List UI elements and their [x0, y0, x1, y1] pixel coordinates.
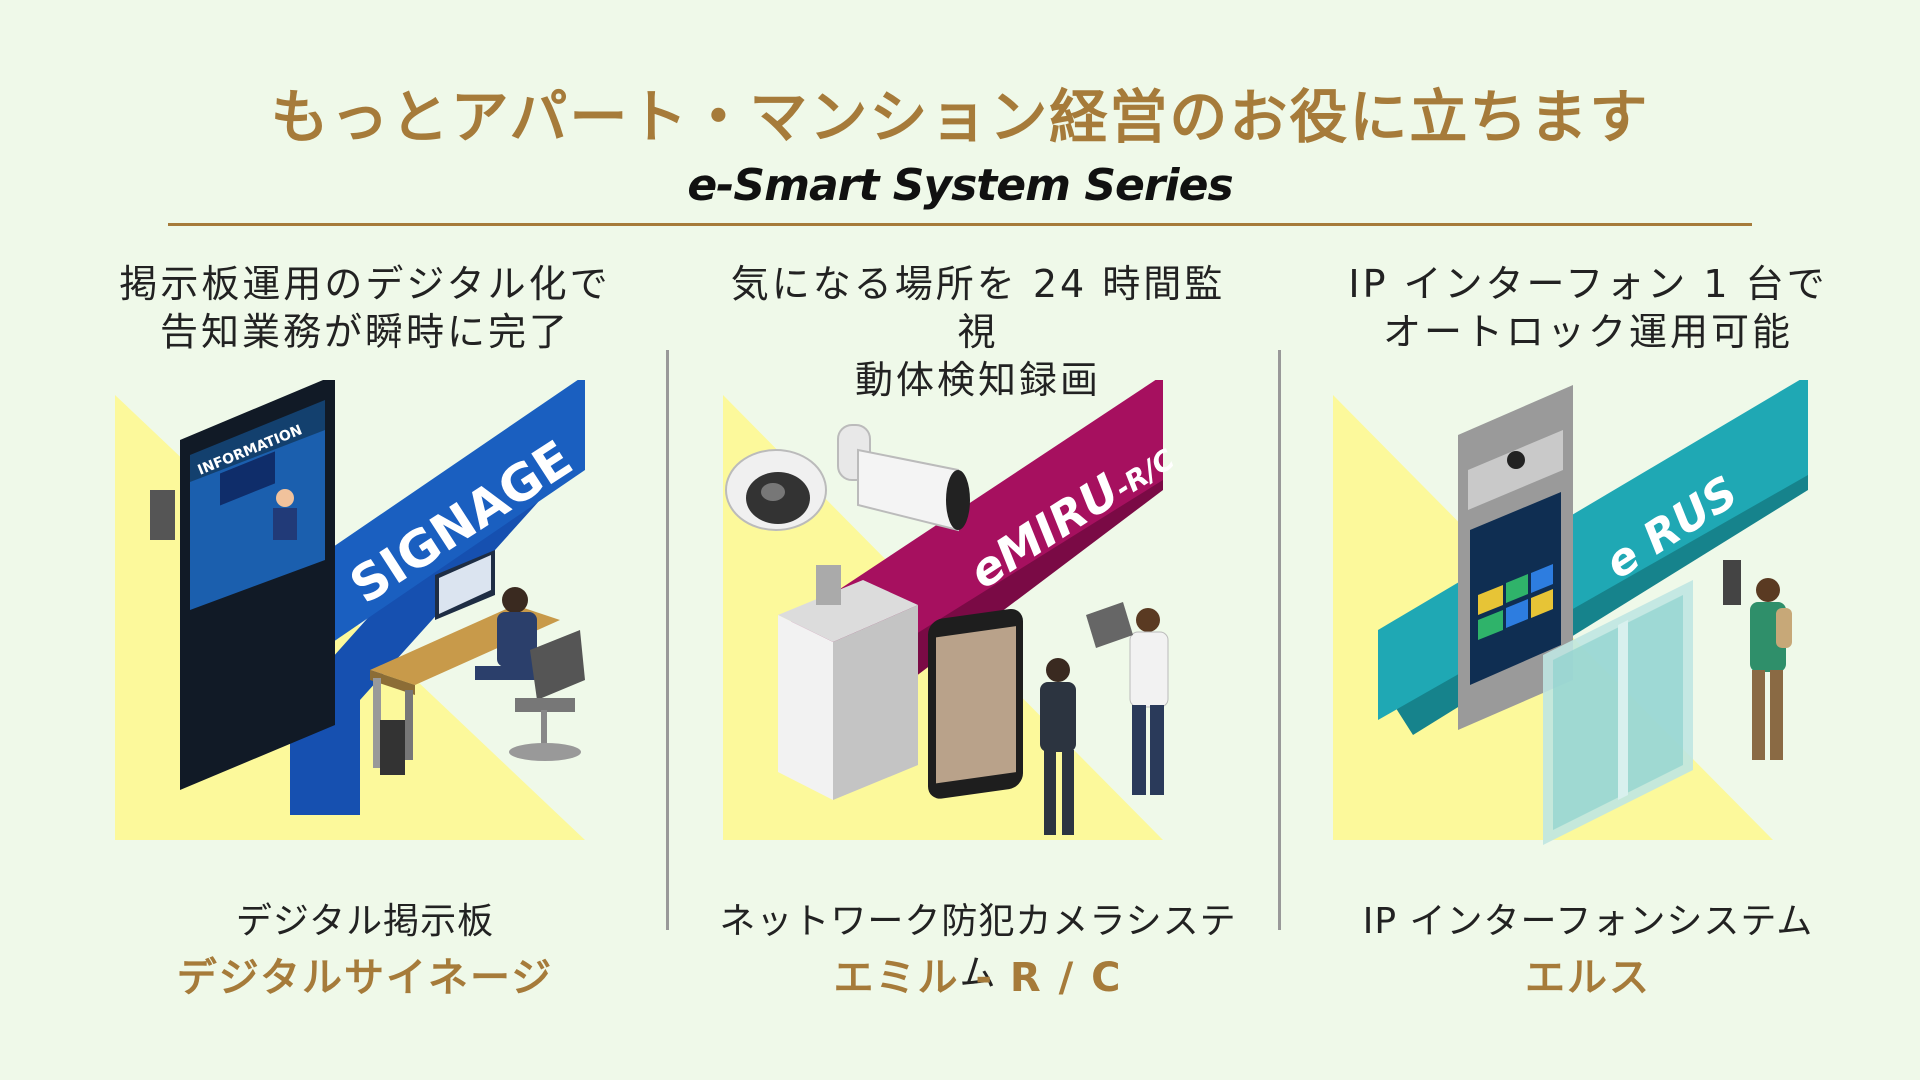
- blue-ribbon: [270, 380, 585, 685]
- signage-illustration: SIGNAGE INFORMATION: [115, 380, 585, 840]
- product-name: エミル - R / C: [833, 955, 1123, 1001]
- resident: [1756, 578, 1780, 602]
- door-reader: [1723, 560, 1741, 605]
- product-caption: デジタル掲示板: [235, 901, 495, 942]
- intercom-illustration: e RUS: [1333, 380, 1808, 845]
- signage-screen: [190, 425, 325, 610]
- office-chair: [530, 630, 585, 700]
- product-caption: IP インターフォンシステム: [1362, 901, 1814, 942]
- person-laptop: [1136, 608, 1160, 632]
- router-box: [150, 490, 175, 540]
- title-divider: [168, 223, 1752, 226]
- person-suit: [1046, 658, 1070, 682]
- feature-description: 気になる場所を 24 時間監視 動体検知録画: [730, 262, 1226, 402]
- series-subtitle: e-Smart System Series: [687, 160, 1233, 211]
- presenter: [276, 489, 294, 507]
- apartment-building: [778, 580, 918, 642]
- product-caption: ネットワーク防犯カメラシステム: [719, 901, 1237, 994]
- pc-tower: [380, 720, 405, 775]
- product-name: エルス: [1525, 955, 1651, 1001]
- feature-description: 掲示板運用のデジタル化で 告知業務が瞬時に完了: [119, 262, 611, 354]
- phone-screen: [936, 626, 1016, 784]
- column-divider: [666, 350, 669, 930]
- column-divider: [1278, 350, 1281, 930]
- laptop: [1086, 602, 1133, 648]
- page-title: もっとアパート・マンション経営のお役に立ちます: [270, 83, 1650, 151]
- feature-description: IP インターフォン 1 台で オートロック運用可能: [1348, 262, 1828, 354]
- camera-illustration: eMIRU-R/C: [723, 380, 1181, 840]
- worker: [502, 587, 528, 613]
- product-name: デジタルサイネージ: [176, 955, 554, 1001]
